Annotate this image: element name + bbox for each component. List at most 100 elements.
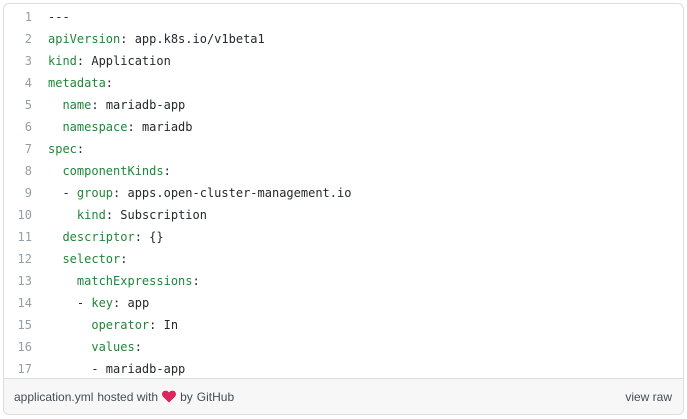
code-indent bbox=[48, 208, 77, 222]
line-number[interactable]: 1 bbox=[24, 10, 32, 24]
code-text: - key: app bbox=[38, 296, 149, 310]
yaml-key: componentKinds bbox=[62, 164, 164, 178]
line-number[interactable]: 6 bbox=[24, 120, 32, 134]
github-link[interactable]: GitHub bbox=[196, 389, 235, 404]
yaml-key: kind bbox=[76, 208, 106, 222]
yaml-key: key bbox=[91, 296, 114, 310]
line-number[interactable]: 4 bbox=[24, 76, 32, 90]
yaml-value: In bbox=[163, 318, 179, 332]
line-number[interactable]: 12 bbox=[17, 252, 32, 266]
code-indent bbox=[48, 274, 77, 288]
yaml-key: operator bbox=[91, 318, 150, 332]
code-text: kind: Application bbox=[38, 54, 171, 68]
code-text: - group: apps.open-cluster-management.io bbox=[38, 186, 351, 200]
code-indent bbox=[48, 230, 62, 244]
yaml-key: selector bbox=[62, 252, 121, 266]
code-text: --- bbox=[38, 10, 70, 24]
code-indent bbox=[48, 120, 62, 134]
code-line: 7 spec: bbox=[4, 138, 683, 160]
code-line: 17 - mariadb-app bbox=[4, 358, 683, 378]
code-area: 1 --- 2 apiVersion: app.k8s.io/v1beta1 3 kind… bbox=[4, 4, 683, 378]
yaml-separator: : bbox=[127, 120, 142, 134]
yaml-value: mariadb bbox=[141, 120, 193, 134]
code-line: 13 matchExpressions: bbox=[4, 270, 683, 292]
line-number[interactable]: 2 bbox=[24, 32, 32, 46]
code-line: 6 namespace: mariadb bbox=[4, 116, 683, 138]
yaml-separator: : bbox=[163, 164, 171, 178]
yaml-key: metadata bbox=[48, 76, 106, 90]
code-line: 12 selector: bbox=[4, 248, 683, 270]
yaml-separator: : bbox=[105, 208, 121, 222]
code-line: 5 name: mariadb-app bbox=[4, 94, 683, 116]
code-text: kind: Subscription bbox=[38, 208, 207, 222]
code-text: - mariadb-app bbox=[38, 362, 185, 376]
yaml-separator: : bbox=[113, 186, 128, 200]
yaml-key: apiVersion bbox=[48, 32, 121, 46]
line-number[interactable]: 9 bbox=[24, 186, 32, 200]
yaml-key: kind bbox=[48, 54, 77, 68]
line-number[interactable]: 16 bbox=[17, 340, 32, 354]
yaml-value: apps.open-cluster-management.io bbox=[127, 186, 352, 200]
code-indent bbox=[48, 164, 62, 178]
yaml-value: app.k8s.io/v1beta1 bbox=[134, 32, 265, 46]
yaml-separator: : bbox=[76, 54, 92, 68]
yaml-key: namespace bbox=[62, 120, 128, 134]
yaml-key: descriptor bbox=[62, 230, 135, 244]
code-text: values: bbox=[38, 340, 142, 354]
code-text: matchExpressions: bbox=[38, 274, 200, 288]
yaml-separator: : bbox=[134, 340, 142, 354]
yaml-value: Application bbox=[91, 54, 171, 68]
yaml-separator: : bbox=[76, 142, 85, 156]
yaml-value: {} bbox=[149, 230, 164, 244]
yaml-separator: : bbox=[120, 32, 135, 46]
code-line: 3 kind: Application bbox=[4, 50, 683, 72]
yaml-value: app bbox=[127, 296, 150, 310]
yaml-value: --- bbox=[48, 10, 70, 24]
line-number[interactable]: 17 bbox=[17, 362, 32, 376]
code-text: metadata: bbox=[38, 76, 113, 90]
gist-embed: 1 --- 2 apiVersion: app.k8s.io/v1beta1 3 kind… bbox=[3, 3, 684, 415]
code-text: apiVersion: app.k8s.io/v1beta1 bbox=[38, 32, 265, 46]
code-indent bbox=[48, 340, 91, 354]
line-number[interactable]: 13 bbox=[17, 274, 32, 288]
line-number[interactable]: 14 bbox=[17, 296, 32, 310]
gist-footer: application.yml hosted with by GitHub vi… bbox=[4, 378, 683, 414]
yaml-key: matchExpressions bbox=[76, 274, 193, 288]
by-text: by bbox=[180, 389, 193, 404]
code-line: 4 metadata: bbox=[4, 72, 683, 94]
view-raw-link[interactable]: view raw bbox=[625, 389, 672, 404]
code-line: 16 values: bbox=[4, 336, 683, 358]
code-text: selector: bbox=[38, 252, 127, 266]
footer-actions: view raw bbox=[625, 390, 672, 404]
code-line: 1 --- bbox=[4, 6, 683, 28]
line-number[interactable]: 7 bbox=[24, 142, 32, 156]
code-text: name: mariadb-app bbox=[38, 98, 185, 112]
heart-icon bbox=[162, 390, 176, 403]
code-text: descriptor: {} bbox=[38, 230, 164, 244]
yaml-key: name bbox=[62, 98, 92, 112]
line-number[interactable]: 10 bbox=[17, 208, 32, 222]
code-indent bbox=[48, 318, 91, 332]
code-line: 9 - group: apps.open-cluster-management.… bbox=[4, 182, 683, 204]
code-line: 11 descriptor: {} bbox=[4, 226, 683, 248]
code-line: 15 operator: In bbox=[4, 314, 683, 336]
code-line: 2 apiVersion: app.k8s.io/v1beta1 bbox=[4, 28, 683, 50]
yaml-key: spec bbox=[48, 142, 77, 156]
yaml-value: mariadb-app bbox=[105, 98, 186, 112]
yaml-value: Subscription bbox=[120, 208, 207, 222]
hosted-with-text: hosted with bbox=[97, 389, 159, 404]
line-number[interactable]: 11 bbox=[17, 230, 32, 244]
line-number[interactable]: 8 bbox=[24, 164, 32, 178]
line-number[interactable]: 3 bbox=[24, 54, 32, 68]
code-line: 10 kind: Subscription bbox=[4, 204, 683, 226]
code-indent: - bbox=[48, 186, 77, 200]
line-number[interactable]: 5 bbox=[24, 98, 32, 112]
gist-meta: application.yml hosted with by GitHub bbox=[14, 390, 234, 404]
line-number[interactable]: 15 bbox=[17, 318, 32, 332]
yaml-separator: : bbox=[149, 318, 164, 332]
code-text: namespace: mariadb bbox=[38, 120, 193, 134]
gist-filename-link[interactable]: application.yml bbox=[14, 389, 94, 404]
code-indent: - bbox=[48, 362, 106, 376]
code-indent bbox=[48, 98, 62, 112]
code-line: 8 componentKinds: bbox=[4, 160, 683, 182]
